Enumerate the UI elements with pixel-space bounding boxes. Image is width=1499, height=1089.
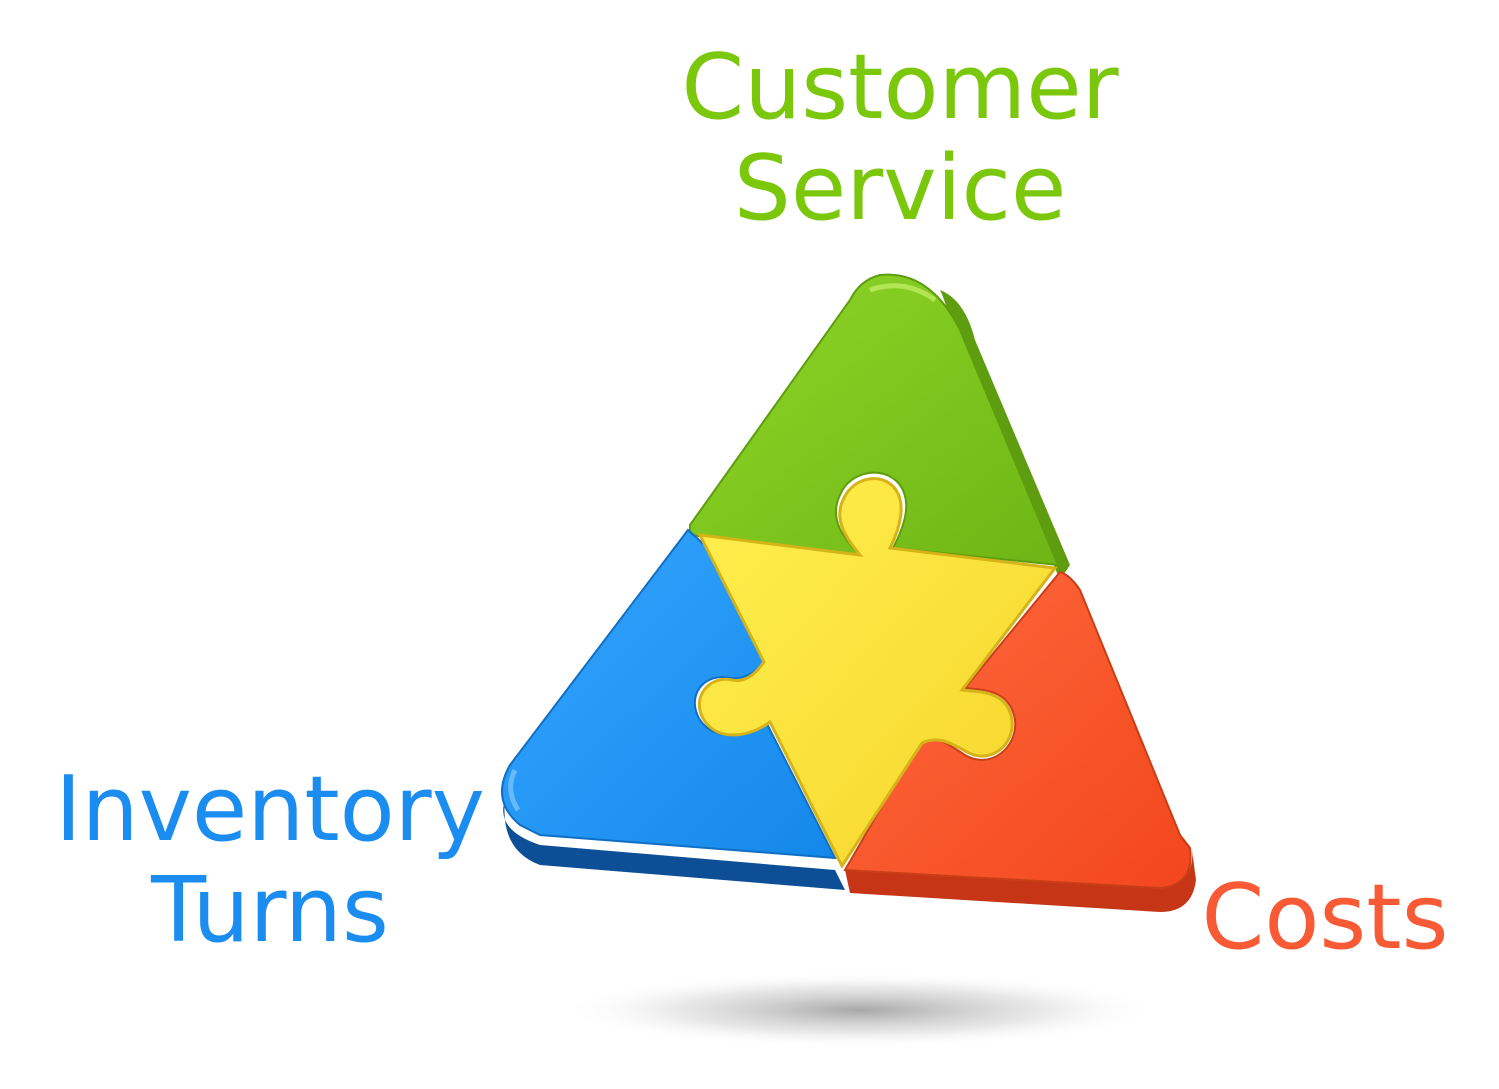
label-customer-service-line1: Customer — [681, 35, 1119, 140]
label-inventory-turns-line2: Turns — [151, 857, 389, 963]
label-inventory-turns: Inventory Turns — [40, 757, 500, 963]
floor-shadow — [560, 972, 1160, 1048]
blue-puzzle-piece — [501, 528, 837, 860]
label-costs: Costs — [1180, 865, 1470, 970]
label-customer-service: Customer Service — [620, 35, 1180, 241]
green-piece-highlight — [869, 283, 937, 303]
green-puzzle-piece — [689, 273, 1060, 567]
yellow-center-puzzle-piece — [697, 477, 1058, 870]
label-customer-service-line2: Service — [733, 135, 1067, 241]
label-costs-line1: Costs — [1201, 865, 1449, 970]
label-inventory-turns-line1: Inventory — [55, 757, 485, 862]
blue-piece-highlight — [508, 768, 521, 812]
